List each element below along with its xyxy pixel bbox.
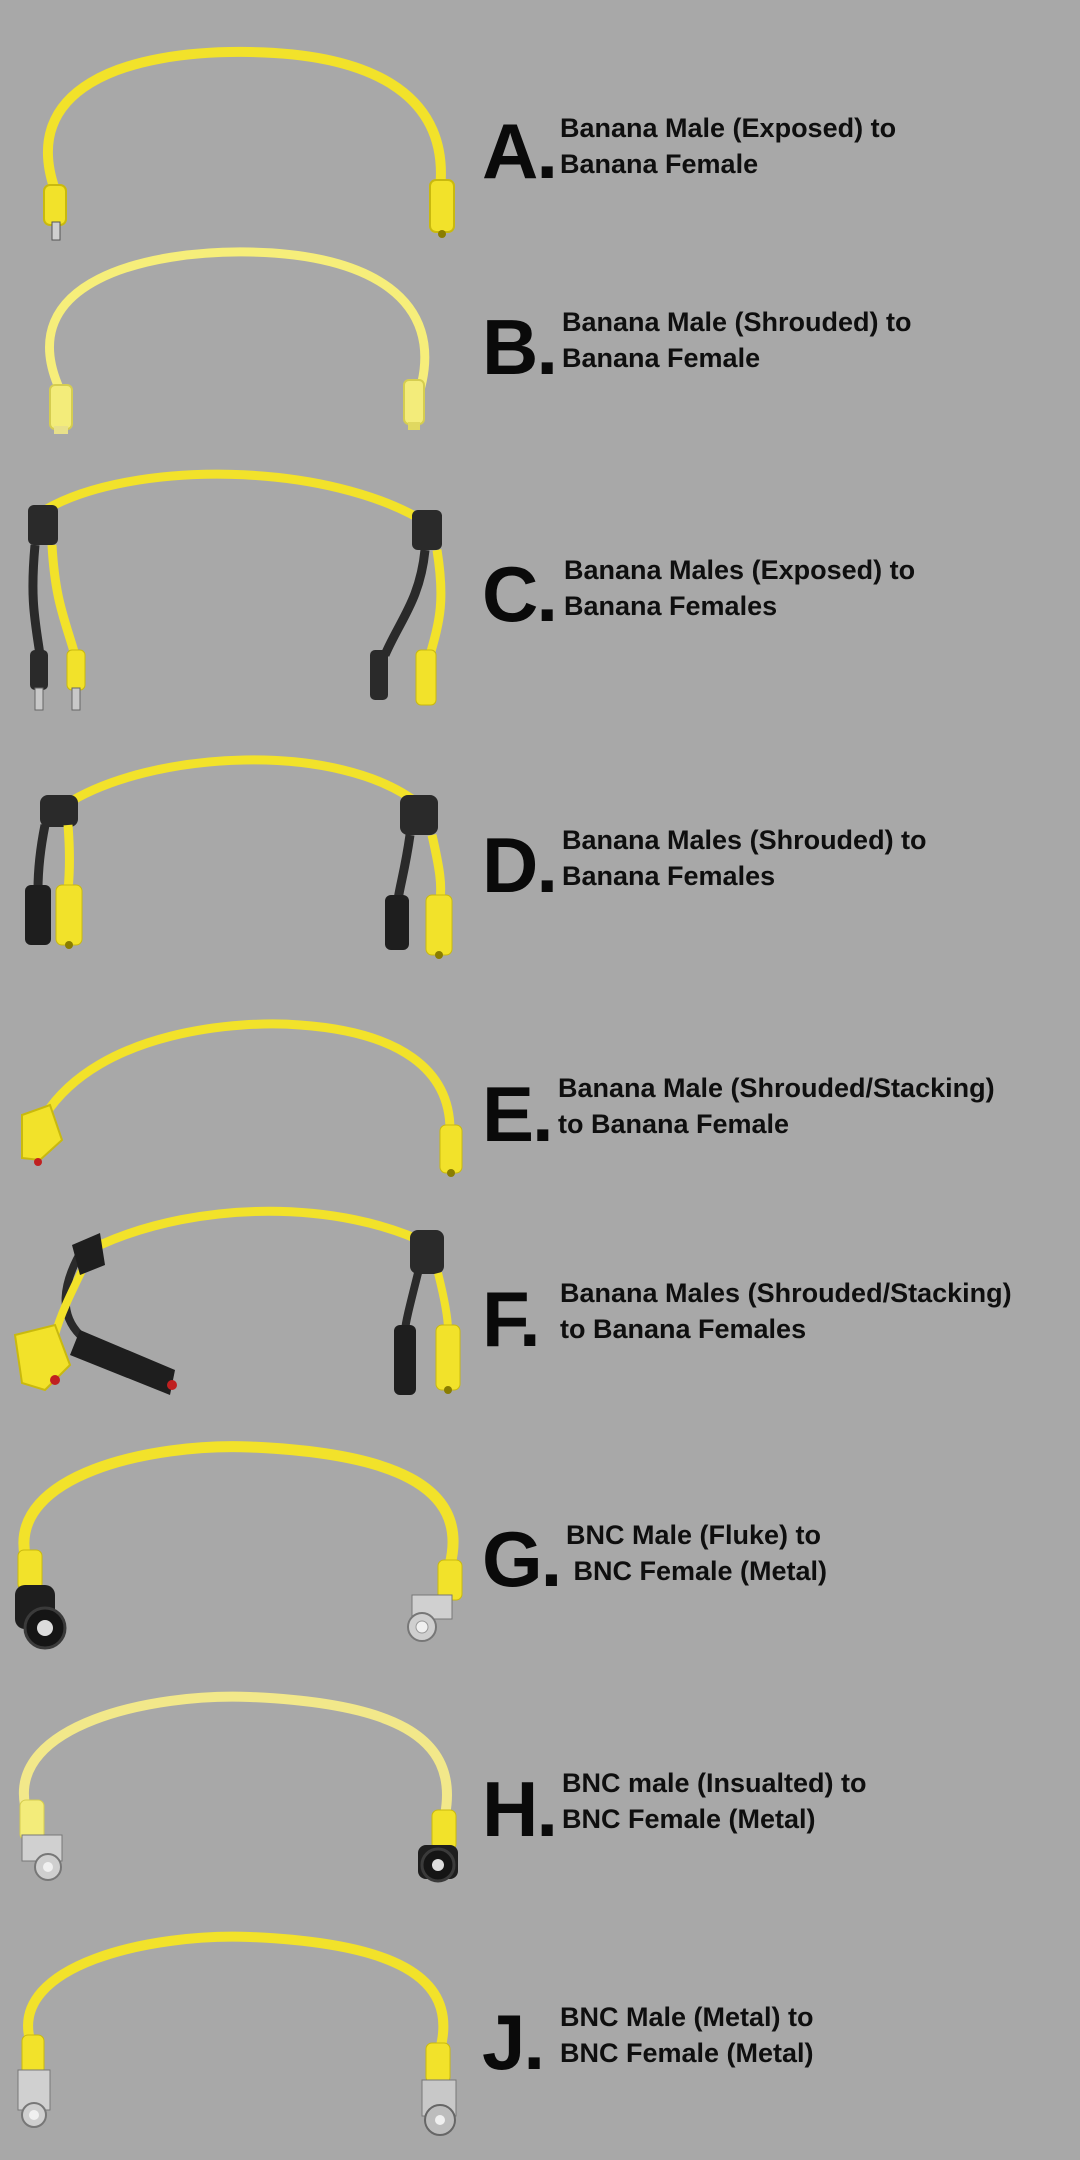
cable-h-illustration (18, 1691, 458, 1883)
item-label-line2: Banana Female (560, 149, 759, 179)
item-letter: H. (482, 1765, 558, 1853)
item-label-line2: to Banana Females (560, 1314, 807, 1344)
item-label: Banana Male (Shrouded/Stacking) to Banan… (558, 1070, 995, 1142)
item-label-line2: Banana Female (562, 343, 761, 373)
cable-item-f: F. Banana Males (Shrouded/Stacking) to B… (0, 1205, 1080, 1415)
item-label: Banana Male (Shrouded) to Banana Female (562, 304, 912, 376)
item-label-line1: Banana Males (Exposed) to (564, 555, 916, 585)
cable-f-illustration (13, 1206, 461, 1395)
item-letter: A. (482, 107, 558, 195)
cable-item-g: G. BNC Male (Fluke) to BNC Female (Metal… (0, 1435, 1080, 1665)
item-label: Banana Male (Exposed) to Banana Female (560, 110, 896, 182)
item-label: Banana Males (Exposed) to Banana Females (564, 552, 915, 624)
cable-item-j: J. BNC Male (Metal) to BNC Female (Metal… (0, 1925, 1080, 2145)
item-letter: E. (482, 1070, 554, 1158)
item-label-line1: BNC Male (Metal) to (560, 2002, 814, 2032)
item-label: BNC male (Insualted) to BNC Female (Meta… (562, 1765, 867, 1837)
item-label-line1: BNC male (Insualted) to (562, 1768, 867, 1798)
item-label-line1: Banana Males (Shrouded/Stacking) (560, 1278, 1012, 1308)
item-letter: C. (482, 550, 558, 638)
item-label-line2: Banana Females (562, 861, 776, 891)
cable-g-illustration (15, 1441, 463, 1650)
cable-j-illustration (17, 1931, 457, 2136)
item-label-line1: Banana Males (Shrouded) to (562, 825, 927, 855)
cable-item-e: E. Banana Male (Shrouded/Stacking) to Ba… (0, 1010, 1080, 1190)
cable-a-illustration (43, 46, 455, 241)
item-label: Banana Males (Shrouded) to Banana Female… (562, 822, 927, 894)
item-label: Banana Males (Shrouded/Stacking) to Bana… (560, 1275, 1012, 1347)
item-label-line1: Banana Male (Shrouded) to (562, 307, 912, 337)
cable-item-a: A. Banana Male (Exposed) to Banana Femal… (0, 30, 1080, 250)
cable-item-h: H. BNC male (Insualted) to BNC Female (M… (0, 1685, 1080, 1905)
cable-e-illustration (21, 1019, 463, 1177)
cable-c-illustration (28, 469, 446, 711)
item-label-line1: Banana Male (Exposed) to (560, 113, 897, 143)
cable-item-d: D. Banana Males (Shrouded) to Banana Fem… (0, 740, 1080, 980)
cable-b-illustration (45, 247, 430, 434)
item-label-line2: BNC Female (Metal) (566, 1556, 828, 1586)
item-letter: G. (482, 1515, 562, 1603)
cable-item-c: C. Banana Males (Exposed) to Banana Fema… (0, 450, 1080, 720)
item-label-line2: BNC Female (Metal) (560, 2038, 814, 2068)
item-label-line2: BNC Female (Metal) (562, 1804, 816, 1834)
item-label-line1: Banana Male (Shrouded/Stacking) (558, 1073, 995, 1103)
cable-d-illustration (25, 755, 453, 959)
item-label: BNC Male (Metal) to BNC Female (Metal) (560, 1999, 814, 2071)
item-letter: F. (482, 1275, 541, 1363)
item-letter: J. (482, 1998, 545, 2086)
cable-item-b: B. Banana Male (Shrouded) to Banana Fema… (0, 240, 1080, 440)
item-label: BNC Male (Fluke) to BNC Female (Metal) (566, 1517, 827, 1589)
item-label-line1: BNC Male (Fluke) to (566, 1520, 822, 1550)
item-label-line2: to Banana Female (558, 1109, 790, 1139)
item-label-line2: Banana Females (564, 591, 778, 621)
item-letter: D. (482, 821, 558, 909)
item-letter: B. (482, 303, 558, 391)
